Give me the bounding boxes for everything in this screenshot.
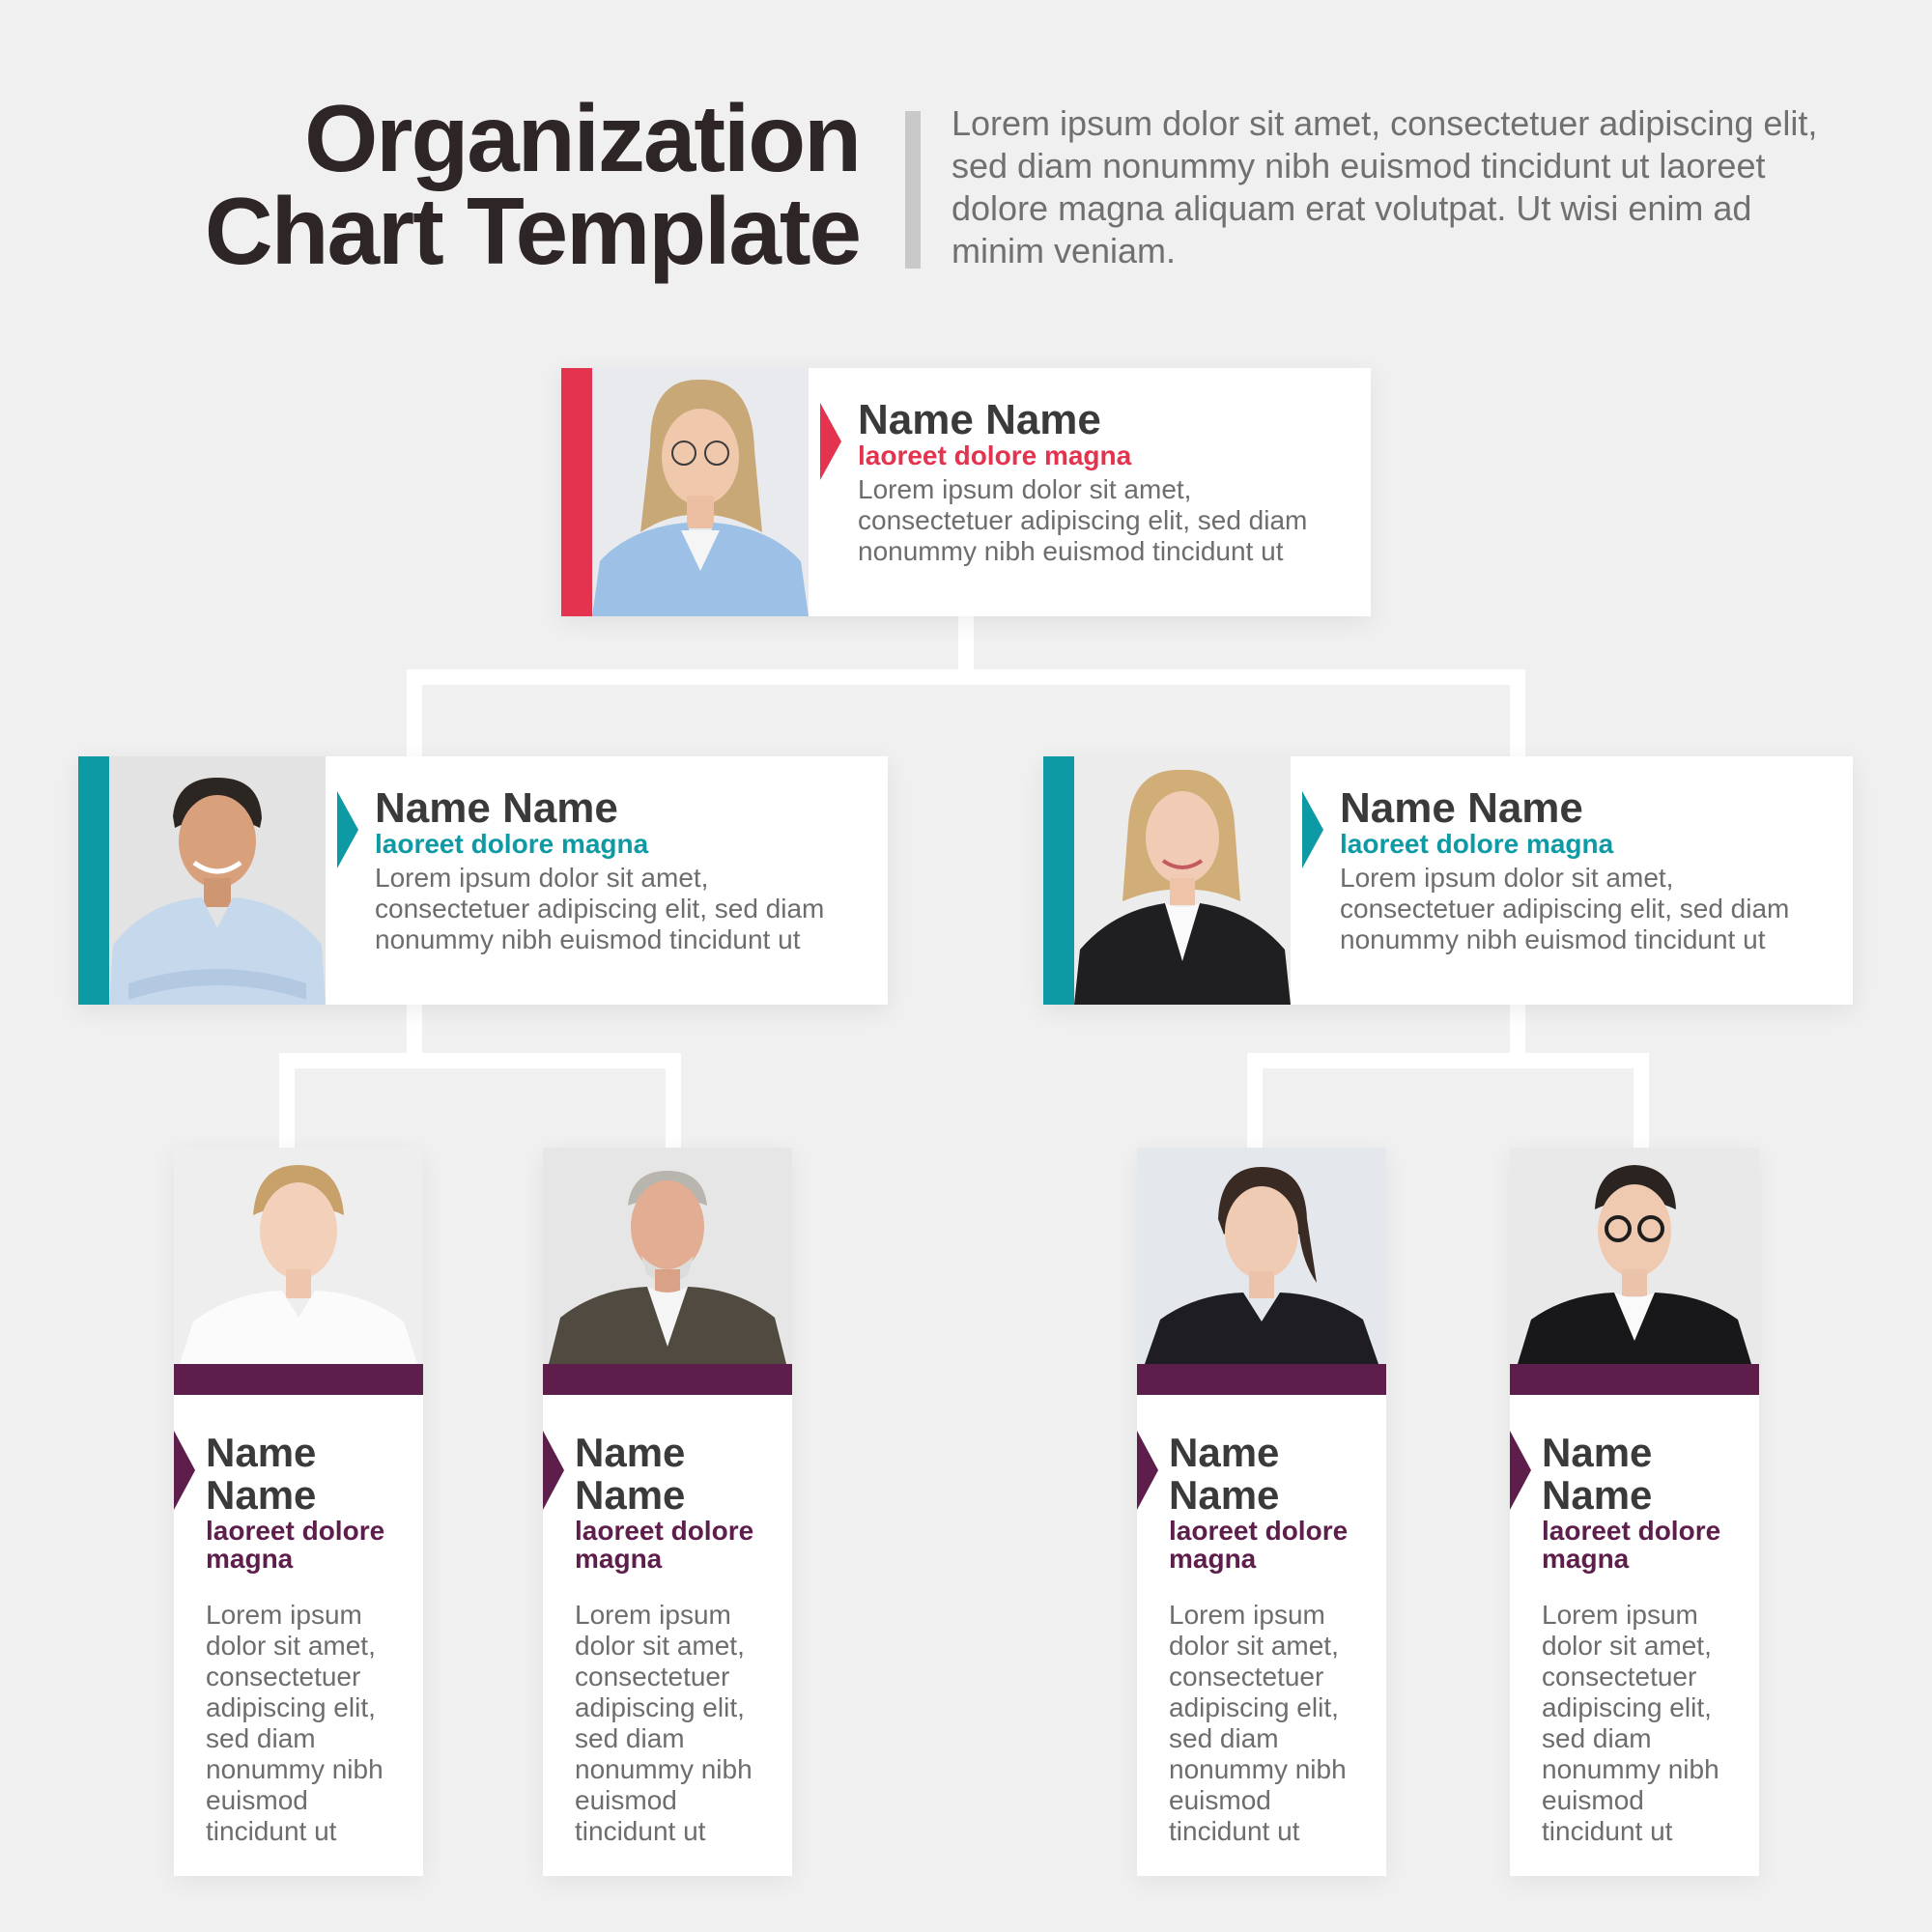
org-card-middle-left[interactable]: Name Name laoreet dolore magna Lorem ips… <box>78 756 888 1005</box>
connector-right-child1 <box>1247 1053 1263 1148</box>
portrait-photo <box>109 756 326 1005</box>
pointer-arrow-icon <box>174 1431 195 1510</box>
person-description: Lorem ipsum dolor sit amet, consectetuer… <box>858 474 1308 566</box>
person-description: Lorem ipsum dolor sit amet, consectetuer… <box>375 863 825 954</box>
org-card-top[interactable]: Name Name laoreet dolore magna Lorem ips… <box>561 368 1371 616</box>
person-description: Lorem ipsum dolor sit amet, consectetuer… <box>1169 1600 1347 1846</box>
connector-left-child1 <box>279 1053 295 1148</box>
title-line-2: Chart Template <box>204 178 862 284</box>
portrait-photo <box>592 368 809 616</box>
person-role-line-2: magna <box>575 1544 663 1574</box>
person-name-line-1: Name <box>1169 1430 1280 1475</box>
person-name-line-2: Name <box>575 1472 686 1518</box>
person-name-line-1: Name <box>206 1430 317 1475</box>
person-name-line-2: Name <box>1169 1472 1280 1518</box>
connector-right-drop <box>1510 669 1525 756</box>
pointer-arrow-icon <box>820 403 841 480</box>
org-card-bottom-2[interactable]: Name Name laoreet dolore magna Lorem ips… <box>543 1148 792 1876</box>
portrait-photo <box>543 1148 792 1364</box>
portrait-photo <box>1137 1148 1386 1364</box>
connector-left-child2 <box>666 1053 681 1148</box>
pointer-arrow-icon <box>1137 1431 1158 1510</box>
person-name-line-2: Name <box>1542 1472 1653 1518</box>
portrait-photo <box>174 1148 423 1364</box>
pointer-arrow-icon <box>337 791 358 868</box>
person-role: laoreet dolore magna <box>375 829 649 859</box>
person-description: Lorem ipsum dolor sit amet, consectetuer… <box>575 1600 753 1846</box>
card-text: Name Name laoreet dolore magna Lorem ips… <box>575 1432 782 1847</box>
person-role-line-1: laoreet dolore <box>575 1516 754 1546</box>
title-line-1: Organization <box>304 85 862 191</box>
accent-band <box>543 1364 792 1395</box>
org-card-bottom-3[interactable]: Name Name laoreet dolore magna Lorem ips… <box>1137 1148 1386 1876</box>
person-role: laoreet dolore magna <box>858 440 1132 470</box>
portrait-photo <box>1510 1148 1759 1364</box>
person-name-line-2: Name <box>206 1472 317 1518</box>
card-text: Name Name laoreet dolore magna Lorem ips… <box>858 399 1341 567</box>
accent-band <box>174 1364 423 1395</box>
connector-top-stem <box>958 616 974 672</box>
card-text: Name Name laoreet dolore magna Lorem ips… <box>1169 1432 1377 1847</box>
accent-band <box>1137 1364 1386 1395</box>
person-role-line-1: laoreet dolore <box>1542 1516 1721 1546</box>
pointer-arrow-icon <box>543 1431 564 1510</box>
card-text: Name Name laoreet dolore magna Lorem ips… <box>375 787 858 955</box>
connector-left-horizontal <box>279 1053 681 1068</box>
connector-right-child2 <box>1634 1053 1649 1148</box>
person-name: Name Name <box>375 784 618 832</box>
card-text: Name Name laoreet dolore magna Lorem ips… <box>206 1432 413 1847</box>
person-role-line-2: magna <box>1169 1544 1257 1574</box>
connector-right-stem <box>1510 1005 1525 1060</box>
accent-bar <box>78 756 109 1005</box>
connector-left-drop <box>407 669 422 756</box>
page-title: Organization Chart Template <box>58 85 862 284</box>
intro-text: Lorem ipsum dolor sit amet, consectetuer… <box>952 103 1818 270</box>
connector-left-stem <box>407 1005 422 1060</box>
person-role-line-1: laoreet dolore <box>1169 1516 1349 1546</box>
card-text: Name Name laoreet dolore magna Lorem ips… <box>1542 1432 1749 1847</box>
person-name-line-1: Name <box>575 1430 686 1475</box>
connector-right-horizontal <box>1247 1053 1649 1068</box>
person-role-line-2: magna <box>206 1544 294 1574</box>
org-card-bottom-1[interactable]: Name Name laoreet dolore magna Lorem ips… <box>174 1148 423 1876</box>
person-description: Lorem ipsum dolor sit amet, consectetuer… <box>206 1600 384 1846</box>
person-description: Lorem ipsum dolor sit amet, consectetuer… <box>1340 863 1790 954</box>
pointer-arrow-icon <box>1510 1431 1531 1510</box>
person-name: Name Name <box>858 396 1101 443</box>
person-role-line-2: magna <box>1542 1544 1630 1574</box>
org-card-middle-right[interactable]: Name Name laoreet dolore magna Lorem ips… <box>1043 756 1853 1005</box>
person-role-line-1: laoreet dolore <box>206 1516 385 1546</box>
person-role: laoreet dolore magna <box>1340 829 1614 859</box>
person-name: Name Name <box>1340 784 1583 832</box>
accent-bar <box>1043 756 1074 1005</box>
accent-bar <box>561 368 592 616</box>
card-text: Name Name laoreet dolore magna Lorem ips… <box>1340 787 1823 955</box>
title-divider <box>905 111 921 269</box>
pointer-arrow-icon <box>1302 791 1323 868</box>
accent-band <box>1510 1364 1759 1395</box>
person-name-line-1: Name <box>1542 1430 1653 1475</box>
org-card-bottom-4[interactable]: Name Name laoreet dolore magna Lorem ips… <box>1510 1148 1759 1876</box>
portrait-photo <box>1074 756 1291 1005</box>
connector-level1-horizontal <box>407 669 1525 685</box>
person-description: Lorem ipsum dolor sit amet, consectetuer… <box>1542 1600 1719 1846</box>
